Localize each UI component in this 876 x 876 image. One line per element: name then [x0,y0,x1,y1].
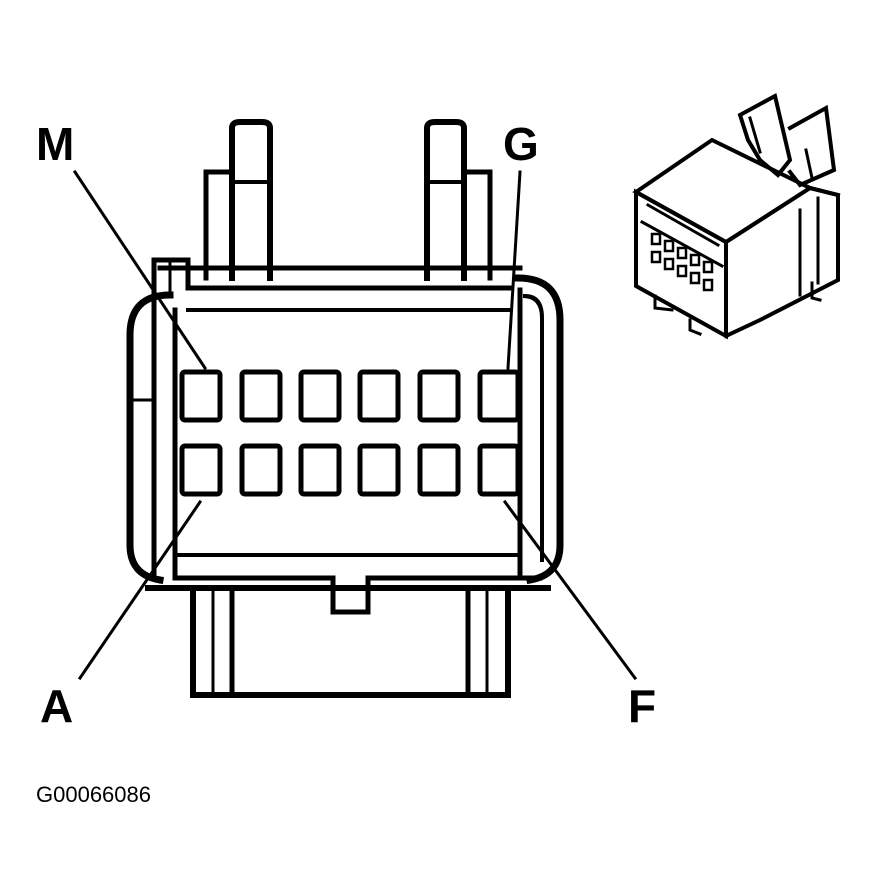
isometric-cavity-grid [650,232,714,292]
pin-label-f: F [628,680,656,732]
pin-cavity-grid [179,369,521,497]
isometric-cavity [702,260,714,274]
isometric-cavity [676,246,688,260]
callout-leaders [72,169,638,681]
leader-g [506,170,522,370]
pin-label-g: G [503,118,539,170]
pin-cavity [357,369,401,423]
isometric-cavity [702,278,714,292]
isometric-cavity [663,257,675,271]
pin-cavity [417,443,461,497]
pin-label-a: A [40,680,73,732]
pin-cavity [239,369,283,423]
connector-face-view [126,119,564,698]
isometric-cavity [689,253,701,267]
pin-label-m: M [36,118,74,170]
pin-cavity [298,369,342,423]
isometric-cavity [676,264,688,278]
pin-cavity [357,443,401,497]
pin-cavity [477,369,521,423]
top-latch-right [424,119,493,281]
isometric-cavity [663,239,675,253]
connector-isometric-view [632,92,841,340]
pin-cavity [179,369,223,423]
pin-cavity [298,443,342,497]
isometric-cavity [689,271,701,285]
isometric-cavity [650,250,662,264]
pin-cavity [179,443,223,497]
isometric-cavity [650,232,662,246]
pin-cavity [239,443,283,497]
leader-a [77,499,203,681]
top-latch-left [203,119,273,281]
figure-code: G00066086 [36,782,151,807]
leader-f [502,499,638,681]
pin-cavity [477,443,521,497]
pin-cavity [417,369,461,423]
leader-m [72,169,208,371]
